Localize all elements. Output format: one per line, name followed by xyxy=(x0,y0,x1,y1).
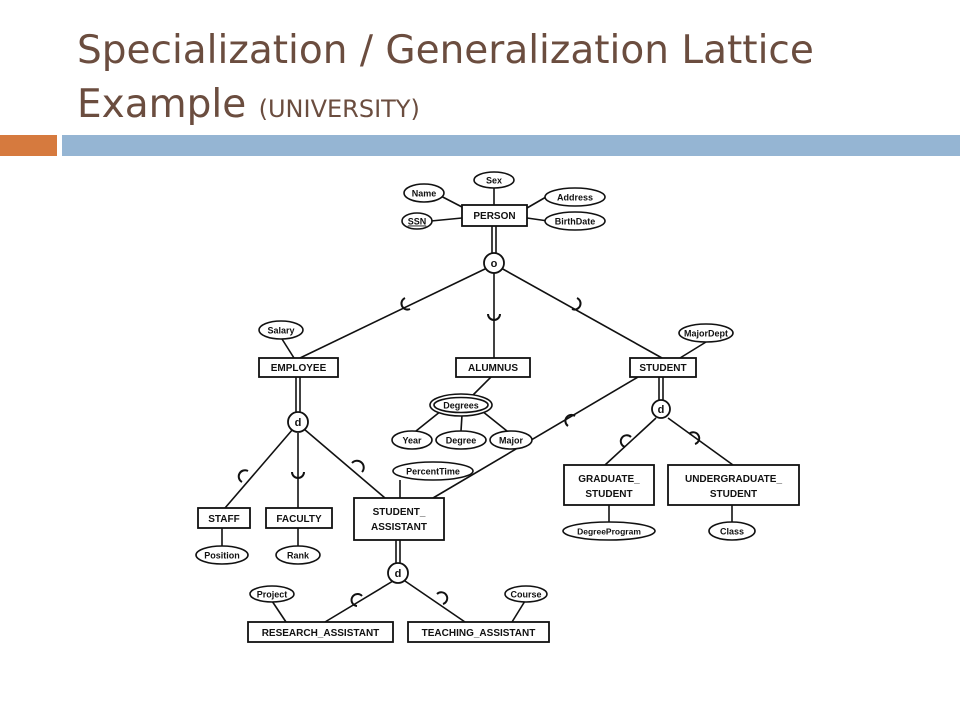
entity-faculty: FACULTY xyxy=(276,514,322,525)
constraint-labels: o d d d xyxy=(295,258,665,580)
title-line-2: Example (UNIVERSITY) xyxy=(77,78,937,136)
entity-boxes xyxy=(197,204,800,643)
entity-student-assistant-line1: STUDENT_ xyxy=(373,507,426,518)
page-title: Specialization / Generalization Lattice … xyxy=(77,24,937,136)
entity-student-assistant-line2: ASSISTANT xyxy=(371,522,427,533)
constraint-disjoint-employee: d xyxy=(295,417,302,429)
accent-bar-blue xyxy=(62,135,960,156)
attr-birthdate: BirthDate xyxy=(555,217,596,227)
entity-research-assistant: RESEARCH_ASSISTANT xyxy=(262,628,380,639)
constraint-disjoint-student: d xyxy=(658,404,665,416)
attr-degree: Degree xyxy=(446,436,477,446)
attr-year: Year xyxy=(402,436,422,446)
entity-undergraduate-student-line2: STUDENT xyxy=(710,489,757,500)
accent-bar-orange xyxy=(0,135,57,156)
attr-course: Course xyxy=(510,590,541,600)
attr-ssn: SSN xyxy=(408,217,427,227)
entity-graduate-student-line2: STUDENT xyxy=(585,489,632,500)
entity-person: PERSON xyxy=(473,211,515,222)
attr-majordept: MajorDept xyxy=(684,329,728,339)
attr-rank: Rank xyxy=(287,551,310,561)
attr-address: Address xyxy=(557,193,593,203)
entity-teaching-assistant: TEACHING_ASSISTANT xyxy=(422,628,536,639)
constraint-overlap-person: o xyxy=(491,258,498,270)
entity-employee: EMPLOYEE xyxy=(271,363,327,374)
attr-major: Major xyxy=(499,436,524,446)
attr-percenttime: PercentTime xyxy=(406,467,460,477)
attr-class: Class xyxy=(720,527,744,537)
constraint-circles xyxy=(287,252,671,584)
entity-staff: STAFF xyxy=(208,514,239,525)
title-example: Example xyxy=(77,82,247,127)
subset-symbols xyxy=(237,297,701,607)
title-suffix: (UNIVERSITY) xyxy=(258,95,420,123)
entity-graduate-student-line1: GRADUATE_ xyxy=(578,474,640,485)
entity-alumnus: ALUMNUS xyxy=(468,363,518,374)
attr-salary: Salary xyxy=(267,326,294,336)
attr-degrees: Degrees xyxy=(443,401,479,411)
entity-student: STUDENT xyxy=(639,363,686,374)
attribute-labels: Name Sex Address SSN BirthDate Salary Ma… xyxy=(204,176,744,600)
attr-degreeprogram: DegreeProgram xyxy=(577,527,641,537)
attr-sex: Sex xyxy=(486,176,502,186)
entity-undergraduate-student-line1: UNDERGRADUATE_ xyxy=(685,474,782,485)
constraint-disjoint-student-assistant: d xyxy=(395,568,402,580)
attribute-ellipses xyxy=(195,171,756,603)
entity-labels: PERSON EMPLOYEE ALUMNUS STUDENT STAFF FA… xyxy=(208,211,782,639)
title-line-1: Specialization / Generalization Lattice xyxy=(77,28,814,73)
attr-name: Name xyxy=(412,189,437,199)
attr-project: Project xyxy=(257,590,288,600)
attr-position: Position xyxy=(204,551,240,561)
